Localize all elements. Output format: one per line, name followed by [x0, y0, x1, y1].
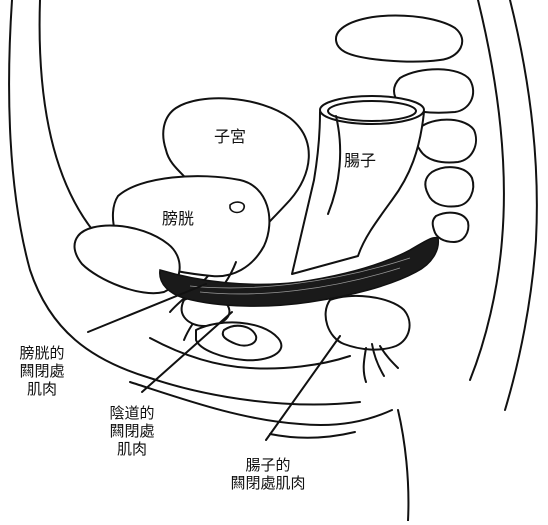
callout-rectal-line-2: 闗閉處肌肉 — [218, 474, 318, 492]
callout-rectal-line-1: 腸子的 — [218, 456, 318, 474]
callout-vaginal-line-1: 陰道的 — [100, 404, 164, 422]
callout-bladder-sphincter: 膀胱的 闗閉處 肌肉 — [10, 344, 74, 398]
callout-vaginal-sphincter: 陰道的 闗閉處 肌肉 — [100, 404, 164, 458]
vertebra-4 — [425, 167, 473, 206]
back-outline — [505, 0, 537, 410]
label-bladder: 膀胱 — [162, 210, 194, 228]
lower-line — [270, 432, 355, 438]
callout-bladder-line-1: 膀胱的 — [10, 344, 74, 362]
label-rectum: 腸子 — [344, 152, 376, 170]
callout-vaginal-line-2: 闗閉處 — [100, 422, 164, 440]
callout-bladder-line-2: 闗閉處 — [10, 362, 74, 380]
callout-rectal-sphincter: 腸子的 闗閉處肌肉 — [218, 456, 318, 492]
buttock-line — [398, 410, 408, 521]
labia-outer — [196, 322, 281, 360]
rectum-tube — [292, 101, 424, 274]
label-uterus: 子宮 — [214, 128, 246, 146]
vertebra-1 — [336, 16, 462, 62]
callout-vaginal-line-3: 肌肉 — [100, 440, 164, 458]
vertebra-3 — [416, 120, 476, 163]
anal-canal — [326, 296, 410, 350]
back-inner — [470, 0, 504, 380]
callout-bladder-line-3: 肌肉 — [10, 380, 74, 398]
